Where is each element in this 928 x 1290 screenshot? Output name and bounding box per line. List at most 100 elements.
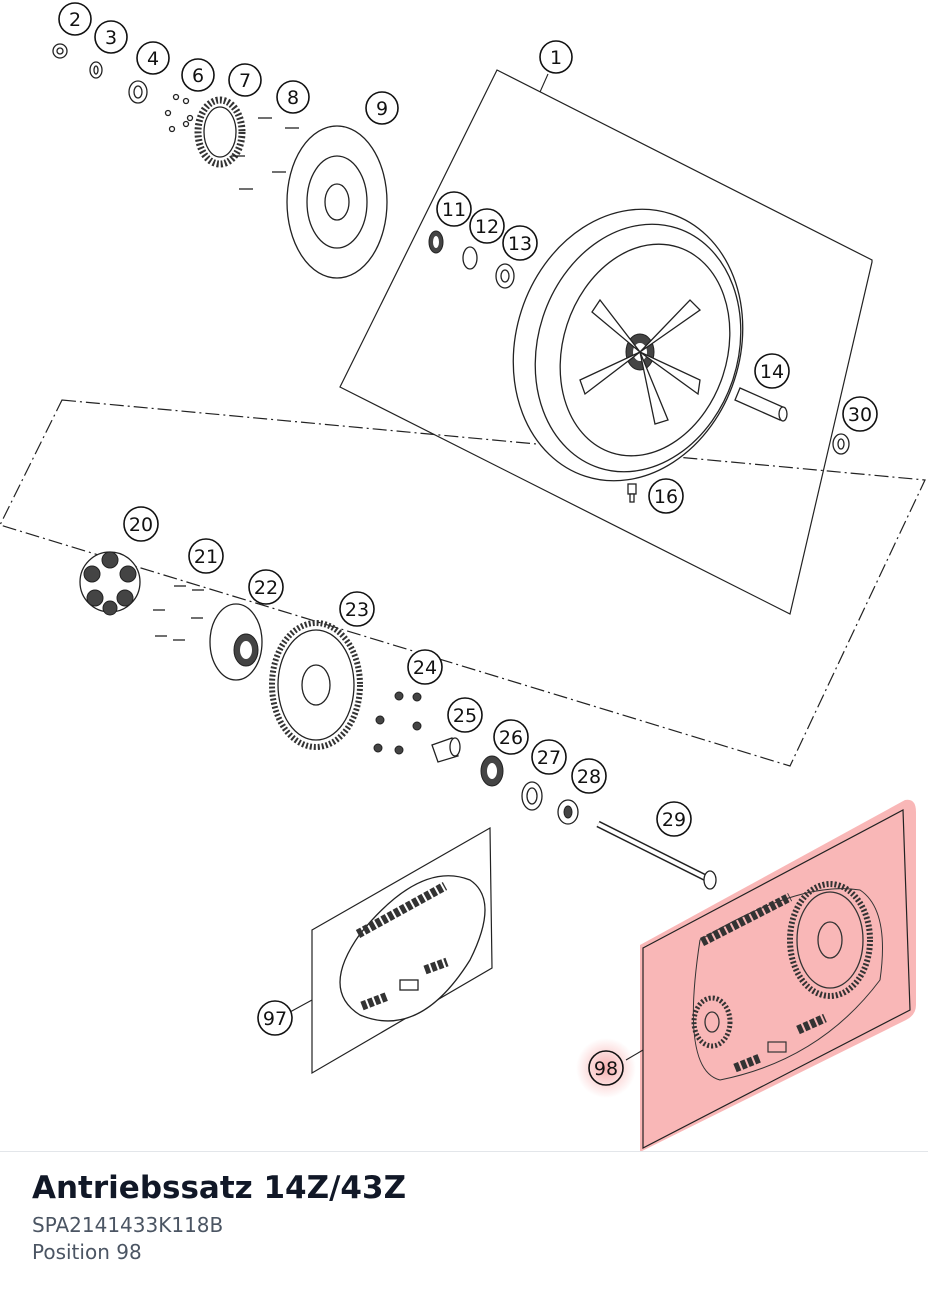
callout-ring bbox=[656, 801, 692, 837]
callout-ring bbox=[447, 697, 483, 733]
callout-ring bbox=[754, 353, 790, 389]
callout-6[interactable]: 6 bbox=[181, 58, 215, 92]
callout-ring bbox=[123, 506, 159, 542]
callout-ring bbox=[502, 225, 538, 261]
callout-label: 97 bbox=[263, 1008, 287, 1030]
callout-label: 2 bbox=[69, 9, 81, 31]
callout-25[interactable]: 25 bbox=[447, 697, 483, 733]
callout-97[interactable]: 97 bbox=[257, 1000, 293, 1036]
callout-label: 7 bbox=[239, 70, 251, 92]
sprocket-carrier-22[interactable] bbox=[209, 603, 263, 681]
seal-11[interactable] bbox=[428, 230, 444, 254]
callout-ring bbox=[228, 63, 262, 97]
callout-ring bbox=[531, 739, 567, 775]
leader-1 bbox=[539, 73, 549, 93]
chain-kit-98-highlight[interactable] bbox=[576, 799, 916, 1152]
divider bbox=[0, 1151, 928, 1152]
callout-ring bbox=[58, 2, 92, 36]
callout-27[interactable]: 27 bbox=[531, 739, 567, 775]
bolts-8[interactable] bbox=[231, 117, 299, 190]
callout-ring bbox=[493, 719, 529, 755]
damper-rubbers-20[interactable] bbox=[79, 551, 141, 616]
highlight-glow bbox=[576, 1038, 636, 1098]
part-number: SPA2141433K118B bbox=[32, 1213, 224, 1237]
brake-disc-9[interactable] bbox=[286, 125, 388, 279]
callout-1[interactable]: 1 bbox=[539, 40, 573, 74]
leader-98 bbox=[625, 1049, 644, 1061]
callout-12[interactable]: 12 bbox=[469, 208, 505, 244]
chain-loop-97[interactable] bbox=[339, 875, 486, 1022]
callout-label: 30 bbox=[848, 404, 872, 426]
nuts-6[interactable] bbox=[164, 93, 194, 133]
callout-label: 27 bbox=[537, 747, 561, 769]
callout-label: 6 bbox=[192, 65, 204, 87]
bearing-13[interactable] bbox=[495, 263, 515, 289]
seal-3[interactable] bbox=[89, 61, 103, 79]
callout-ring bbox=[407, 649, 443, 685]
callout-29[interactable]: 29 bbox=[656, 801, 692, 837]
callout-label: 24 bbox=[413, 657, 437, 679]
valve-16[interactable] bbox=[627, 483, 637, 503]
callout-label: 28 bbox=[577, 766, 601, 788]
callout-24[interactable]: 24 bbox=[407, 649, 443, 685]
callout-8[interactable]: 8 bbox=[276, 80, 310, 114]
callout-label: 29 bbox=[662, 809, 686, 831]
callout-26[interactable]: 26 bbox=[493, 719, 529, 755]
callout-13[interactable]: 13 bbox=[502, 225, 538, 261]
callout-label: 26 bbox=[499, 727, 523, 749]
callout-4[interactable]: 4 bbox=[136, 41, 170, 75]
callout-label: 12 bbox=[475, 216, 499, 238]
callout-2[interactable]: 2 bbox=[58, 2, 92, 36]
callout-28[interactable]: 28 bbox=[571, 758, 607, 794]
leader-97 bbox=[289, 999, 313, 1013]
sprocket-ring-7[interactable] bbox=[194, 96, 246, 168]
callout-label: 22 bbox=[254, 577, 278, 599]
callout-label: 1 bbox=[550, 47, 562, 69]
axle-29[interactable] bbox=[596, 820, 717, 890]
callout-label: 9 bbox=[376, 98, 388, 120]
chain-kit-98-contents[interactable] bbox=[691, 881, 883, 1081]
callout-30[interactable]: 30 bbox=[842, 396, 878, 432]
rear-wheel-rim[interactable] bbox=[479, 179, 777, 511]
spacer-30[interactable] bbox=[832, 433, 850, 455]
spacer-25[interactable] bbox=[431, 737, 461, 763]
callout-7[interactable]: 7 bbox=[228, 63, 262, 97]
spacer-28[interactable] bbox=[557, 799, 579, 825]
callout-20[interactable]: 20 bbox=[123, 506, 159, 542]
callout-14[interactable]: 14 bbox=[754, 353, 790, 389]
callout-22[interactable]: 22 bbox=[248, 569, 284, 605]
callout-ring bbox=[136, 41, 170, 75]
bearing-26[interactable] bbox=[480, 755, 504, 787]
callout-16[interactable]: 16 bbox=[648, 478, 684, 514]
callout-label: 23 bbox=[345, 599, 369, 621]
callout-21[interactable]: 21 bbox=[188, 538, 224, 574]
callout-label: 25 bbox=[453, 705, 477, 727]
callout-3[interactable]: 3 bbox=[94, 20, 128, 54]
callout-label: 20 bbox=[129, 514, 153, 536]
part-info-panel: Antriebssatz 14Z/43Z SPA2141433K118B Pos… bbox=[32, 1168, 406, 1266]
callout-ring bbox=[257, 1000, 293, 1036]
axle-sleeve-14[interactable] bbox=[734, 387, 788, 422]
chain-kit-97-frame bbox=[311, 826, 493, 1075]
part-title: Antriebssatz 14Z/43Z bbox=[32, 1170, 407, 1206]
callout-9[interactable]: 9 bbox=[365, 91, 399, 125]
chain-kit-98-frame bbox=[642, 809, 911, 1149]
seal-27[interactable] bbox=[521, 781, 543, 811]
bearing-2[interactable] bbox=[52, 43, 68, 59]
callout-label: 14 bbox=[760, 361, 784, 383]
callout-ring bbox=[339, 591, 375, 627]
circlip-12[interactable] bbox=[462, 246, 478, 270]
callout-23[interactable]: 23 bbox=[339, 591, 375, 627]
nuts-24[interactable] bbox=[373, 691, 422, 755]
callout-label: 98 bbox=[594, 1058, 618, 1080]
rear-sprocket-23[interactable] bbox=[269, 620, 363, 750]
spacer-4[interactable] bbox=[128, 80, 148, 104]
bolts-21[interactable] bbox=[153, 585, 204, 641]
callout-label: 3 bbox=[105, 27, 117, 49]
callout-label: 11 bbox=[442, 199, 466, 221]
callout-ring bbox=[94, 20, 128, 54]
part-position: Position 98 bbox=[32, 1240, 142, 1264]
callout-11[interactable]: 11 bbox=[436, 191, 472, 227]
callout-98[interactable]: 98 bbox=[588, 1050, 624, 1086]
